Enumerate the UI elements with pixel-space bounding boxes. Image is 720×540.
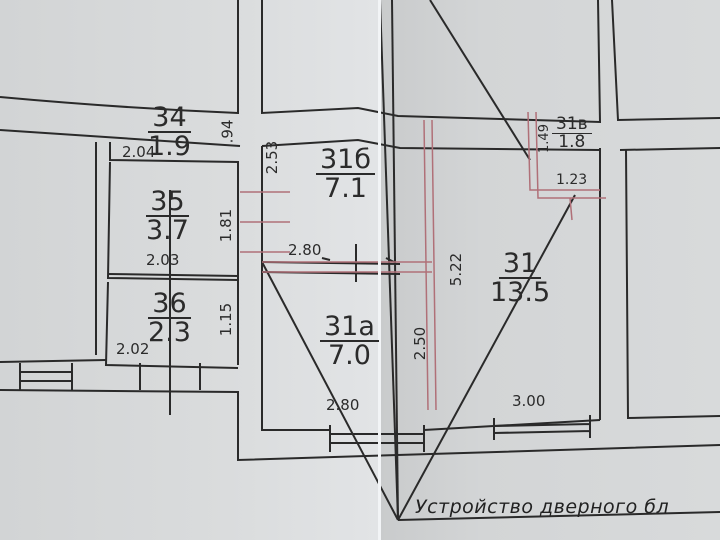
- room-area: 1.8: [558, 132, 586, 152]
- room-34-label: 34 1.9: [148, 104, 191, 160]
- room-31a-label: 31а 7.0: [320, 313, 379, 369]
- dim-room34-height: .94: [218, 119, 237, 144]
- top-left-block: [0, 0, 239, 115]
- room-area: 7.0: [327, 340, 371, 371]
- room-31-label: 31 13.5: [490, 250, 550, 306]
- room-number: 34: [148, 104, 191, 133]
- dim-room31b-height: 2.53: [263, 140, 282, 175]
- dim-room31v-height: 1.49: [536, 124, 552, 153]
- room-number: 35: [146, 188, 189, 217]
- room-number: 31в: [552, 116, 592, 134]
- room-area: 13.5: [490, 277, 551, 308]
- room-36-label: 36 2.3: [148, 290, 191, 346]
- dim-room34-width: 2.04: [122, 143, 156, 161]
- dim-room31v-width: 1.23: [556, 172, 588, 188]
- room-number: 31: [498, 250, 542, 279]
- room-number: 36: [148, 290, 191, 319]
- dim-room31-height: 5.22: [447, 252, 466, 287]
- room-area: 3.7: [146, 215, 189, 246]
- dim-room35-width: 2.03: [146, 251, 180, 269]
- dim-room35-height: 1.81: [217, 208, 236, 243]
- dim-room36-height: 1.15: [217, 302, 236, 337]
- dim-room31a-width: 2.80: [326, 396, 360, 414]
- annotation-text: Устройство дверного бл: [415, 496, 670, 518]
- room-31b-label: 31б 7.1: [316, 146, 376, 204]
- paper-fold: [378, 0, 381, 540]
- dim-room31b-width: 2.80: [288, 241, 322, 259]
- room-number: 31б: [316, 146, 376, 175]
- room-area: 7.1: [324, 173, 367, 204]
- paper-left-half: [0, 0, 380, 540]
- room-number: 31а: [320, 313, 379, 342]
- dim-room31-width: 3.00: [512, 392, 546, 410]
- room-31v-label: 31в 1.8: [552, 116, 592, 151]
- room-35-label: 35 3.7: [146, 188, 189, 244]
- dim-room36-width: 2.02: [116, 340, 150, 358]
- room-area: 2.3: [148, 317, 191, 348]
- room-area: 1.9: [148, 131, 191, 162]
- dim-room31a-height: 2.50: [411, 326, 430, 361]
